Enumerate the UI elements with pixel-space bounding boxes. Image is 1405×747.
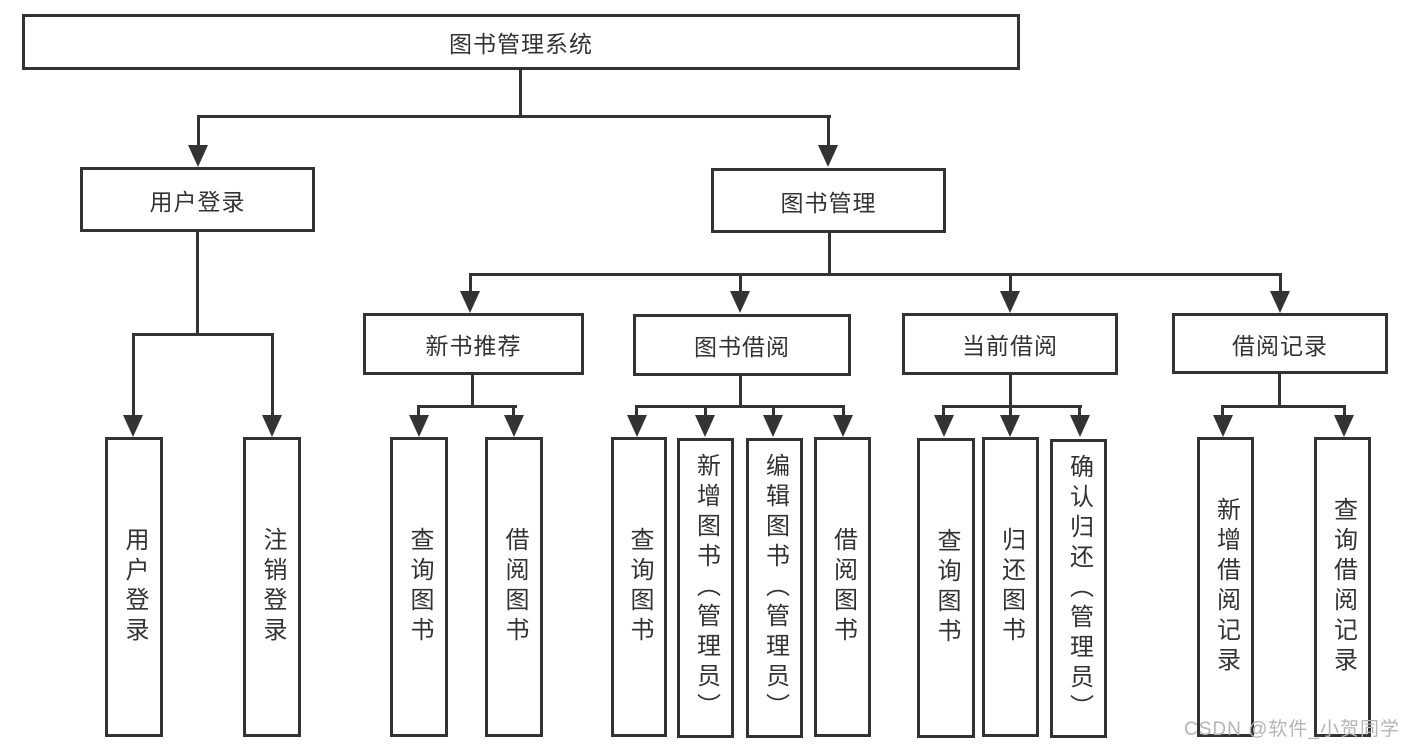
connector-shaft-g3-2 <box>704 405 707 416</box>
connector-shaft-new-book-rec <box>469 273 472 292</box>
arrowhead-g4-3 <box>1070 415 1090 437</box>
leaf-cb-confirm-return-label: 确认归还（管理员） <box>1065 453 1093 724</box>
node-book-borrow: 图书借阅 <box>633 314 851 376</box>
leaf-nbr-borrow-books-label: 借阅图书 <box>501 527 528 647</box>
connector-shaft-book-borrow <box>739 273 742 292</box>
connector-user-login-crossbar <box>132 333 274 336</box>
leaf-bb-edit-books-label: 编辑图书（管理员） <box>761 453 789 723</box>
connector-shaft-current-borrow <box>1009 273 1012 292</box>
node-book-mgmt: 图书管理 <box>711 168 946 233</box>
leaf-bb-query-books-label: 查询图书 <box>626 527 653 647</box>
node-user-login-label: 用户登录 <box>149 188 246 215</box>
leaf-bb-borrow-books-label: 借阅图书 <box>829 527 857 647</box>
connector-g3-crossbar <box>635 405 845 408</box>
leaf-cb-return-books: 归还图书 <box>982 437 1039 737</box>
connector-g2-stem <box>471 375 474 408</box>
connector-book-mgmt-crossbar <box>469 273 1282 276</box>
leaf-nbr-query-books-label: 查询图书 <box>406 527 433 647</box>
arrowhead-book-mgmt <box>818 145 838 167</box>
arrowhead-g2-2 <box>504 415 524 437</box>
arrowhead-g4-2 <box>1000 415 1020 437</box>
leaf-cb-query-books-label: 查询图书 <box>933 528 960 648</box>
connector-user-login-stem <box>196 232 199 336</box>
arrowhead-g5-1 <box>1213 415 1233 437</box>
arrowhead-login-leaf <box>123 415 143 437</box>
leaf-bb-add-books-label: 新增图书（管理员） <box>692 453 720 723</box>
leaf-user-login-label: 用户登录 <box>121 527 148 647</box>
connector-shaft-g5-1 <box>1221 405 1224 416</box>
connector-g4-stem <box>1009 375 1012 408</box>
leaf-nbr-borrow-books: 借阅图书 <box>485 437 543 737</box>
connector-shaft-user-login <box>197 115 200 146</box>
leaf-user-login: 用户登录 <box>105 437 163 737</box>
connector-shaft-login-leaf <box>132 333 135 415</box>
leaf-bb-query-books: 查询图书 <box>611 437 667 737</box>
connector-shaft-borrow-records <box>1279 273 1282 292</box>
leaf-nbr-query-books: 查询图书 <box>390 437 448 737</box>
leaf-cb-query-books: 查询图书 <box>917 438 975 738</box>
arrowhead-borrow-records <box>1270 291 1290 313</box>
leaf-cb-confirm-return: 确认归还（管理员） <box>1050 439 1107 738</box>
node-book-borrow-label: 图书借阅 <box>694 334 790 360</box>
arrowhead-g3-4 <box>833 415 853 437</box>
arrowhead-g3-2 <box>695 415 715 437</box>
leaf-br-add-record-label: 新增借阅记录 <box>1212 497 1240 677</box>
connector-shaft-g2-2 <box>512 405 515 416</box>
node-current-borrow: 当前借阅 <box>902 313 1118 375</box>
arrowhead-g5-2 <box>1334 415 1354 437</box>
leaf-bb-borrow-books: 借阅图书 <box>814 437 871 737</box>
leaf-br-query-record-label: 查询借阅记录 <box>1329 497 1357 677</box>
connector-root-crossbar <box>197 115 831 118</box>
node-current-borrow-label: 当前借阅 <box>962 333 1058 359</box>
connector-g2-crossbar <box>417 405 517 408</box>
node-new-book-rec-label: 新书推荐 <box>425 333 522 359</box>
leaf-bb-edit-books: 编辑图书（管理员） <box>746 438 803 738</box>
leaf-br-add-record: 新增借阅记录 <box>1197 437 1254 737</box>
arrowhead-current-borrow <box>1000 291 1020 313</box>
connector-book-mgmt-stem <box>828 233 831 276</box>
watermark: CSDN @软件_小贺同学 <box>1184 719 1400 740</box>
arrowhead-g3-1 <box>627 415 647 437</box>
node-root-label: 图书管理系统 <box>449 31 593 57</box>
connector-shaft-g3-1 <box>635 405 638 416</box>
leaf-logout-label: 注销登录 <box>259 527 286 647</box>
connector-shaft-g3-4 <box>842 405 845 416</box>
connector-root-stem <box>519 68 522 117</box>
connector-shaft-g4-3 <box>1078 405 1081 416</box>
node-borrow-records-label: 借阅记录 <box>1232 332 1328 359</box>
leaf-bb-add-books: 新增图书（管理员） <box>677 438 734 738</box>
node-root: 图书管理系统 <box>22 14 1020 70</box>
leaf-logout: 注销登录 <box>243 437 301 737</box>
node-book-mgmt-label: 图书管理 <box>780 189 877 216</box>
node-new-book-rec: 新书推荐 <box>363 313 584 375</box>
node-borrow-records: 借阅记录 <box>1172 313 1388 374</box>
connector-shaft-logout-leaf <box>271 333 274 415</box>
connector-shaft-g4-2 <box>1009 405 1012 416</box>
arrowhead-user-login <box>188 145 208 167</box>
arrowhead-g4-1 <box>934 415 954 437</box>
connector-g5-crossbar <box>1221 405 1346 408</box>
arrowhead-g3-3 <box>763 415 783 437</box>
arrowhead-book-borrow <box>730 291 750 313</box>
arrowhead-logout-leaf <box>262 415 282 437</box>
connector-shaft-book-mgmt <box>827 115 830 146</box>
connector-g3-stem <box>739 376 742 408</box>
connector-g5-stem <box>1278 374 1281 408</box>
leaf-cb-return-books-label: 归还图书 <box>997 527 1025 647</box>
connector-shaft-g5-2 <box>1343 405 1346 416</box>
connector-shaft-g3-3 <box>772 405 775 416</box>
node-user-login: 用户登录 <box>80 167 315 232</box>
arrowhead-new-book-rec <box>460 291 480 313</box>
leaf-br-query-record: 查询借阅记录 <box>1314 437 1371 737</box>
connector-shaft-g4-1 <box>942 405 945 416</box>
arrowhead-g2-1 <box>409 415 429 437</box>
connector-g4-crossbar <box>942 405 1082 408</box>
connector-shaft-g2-1 <box>417 405 420 416</box>
